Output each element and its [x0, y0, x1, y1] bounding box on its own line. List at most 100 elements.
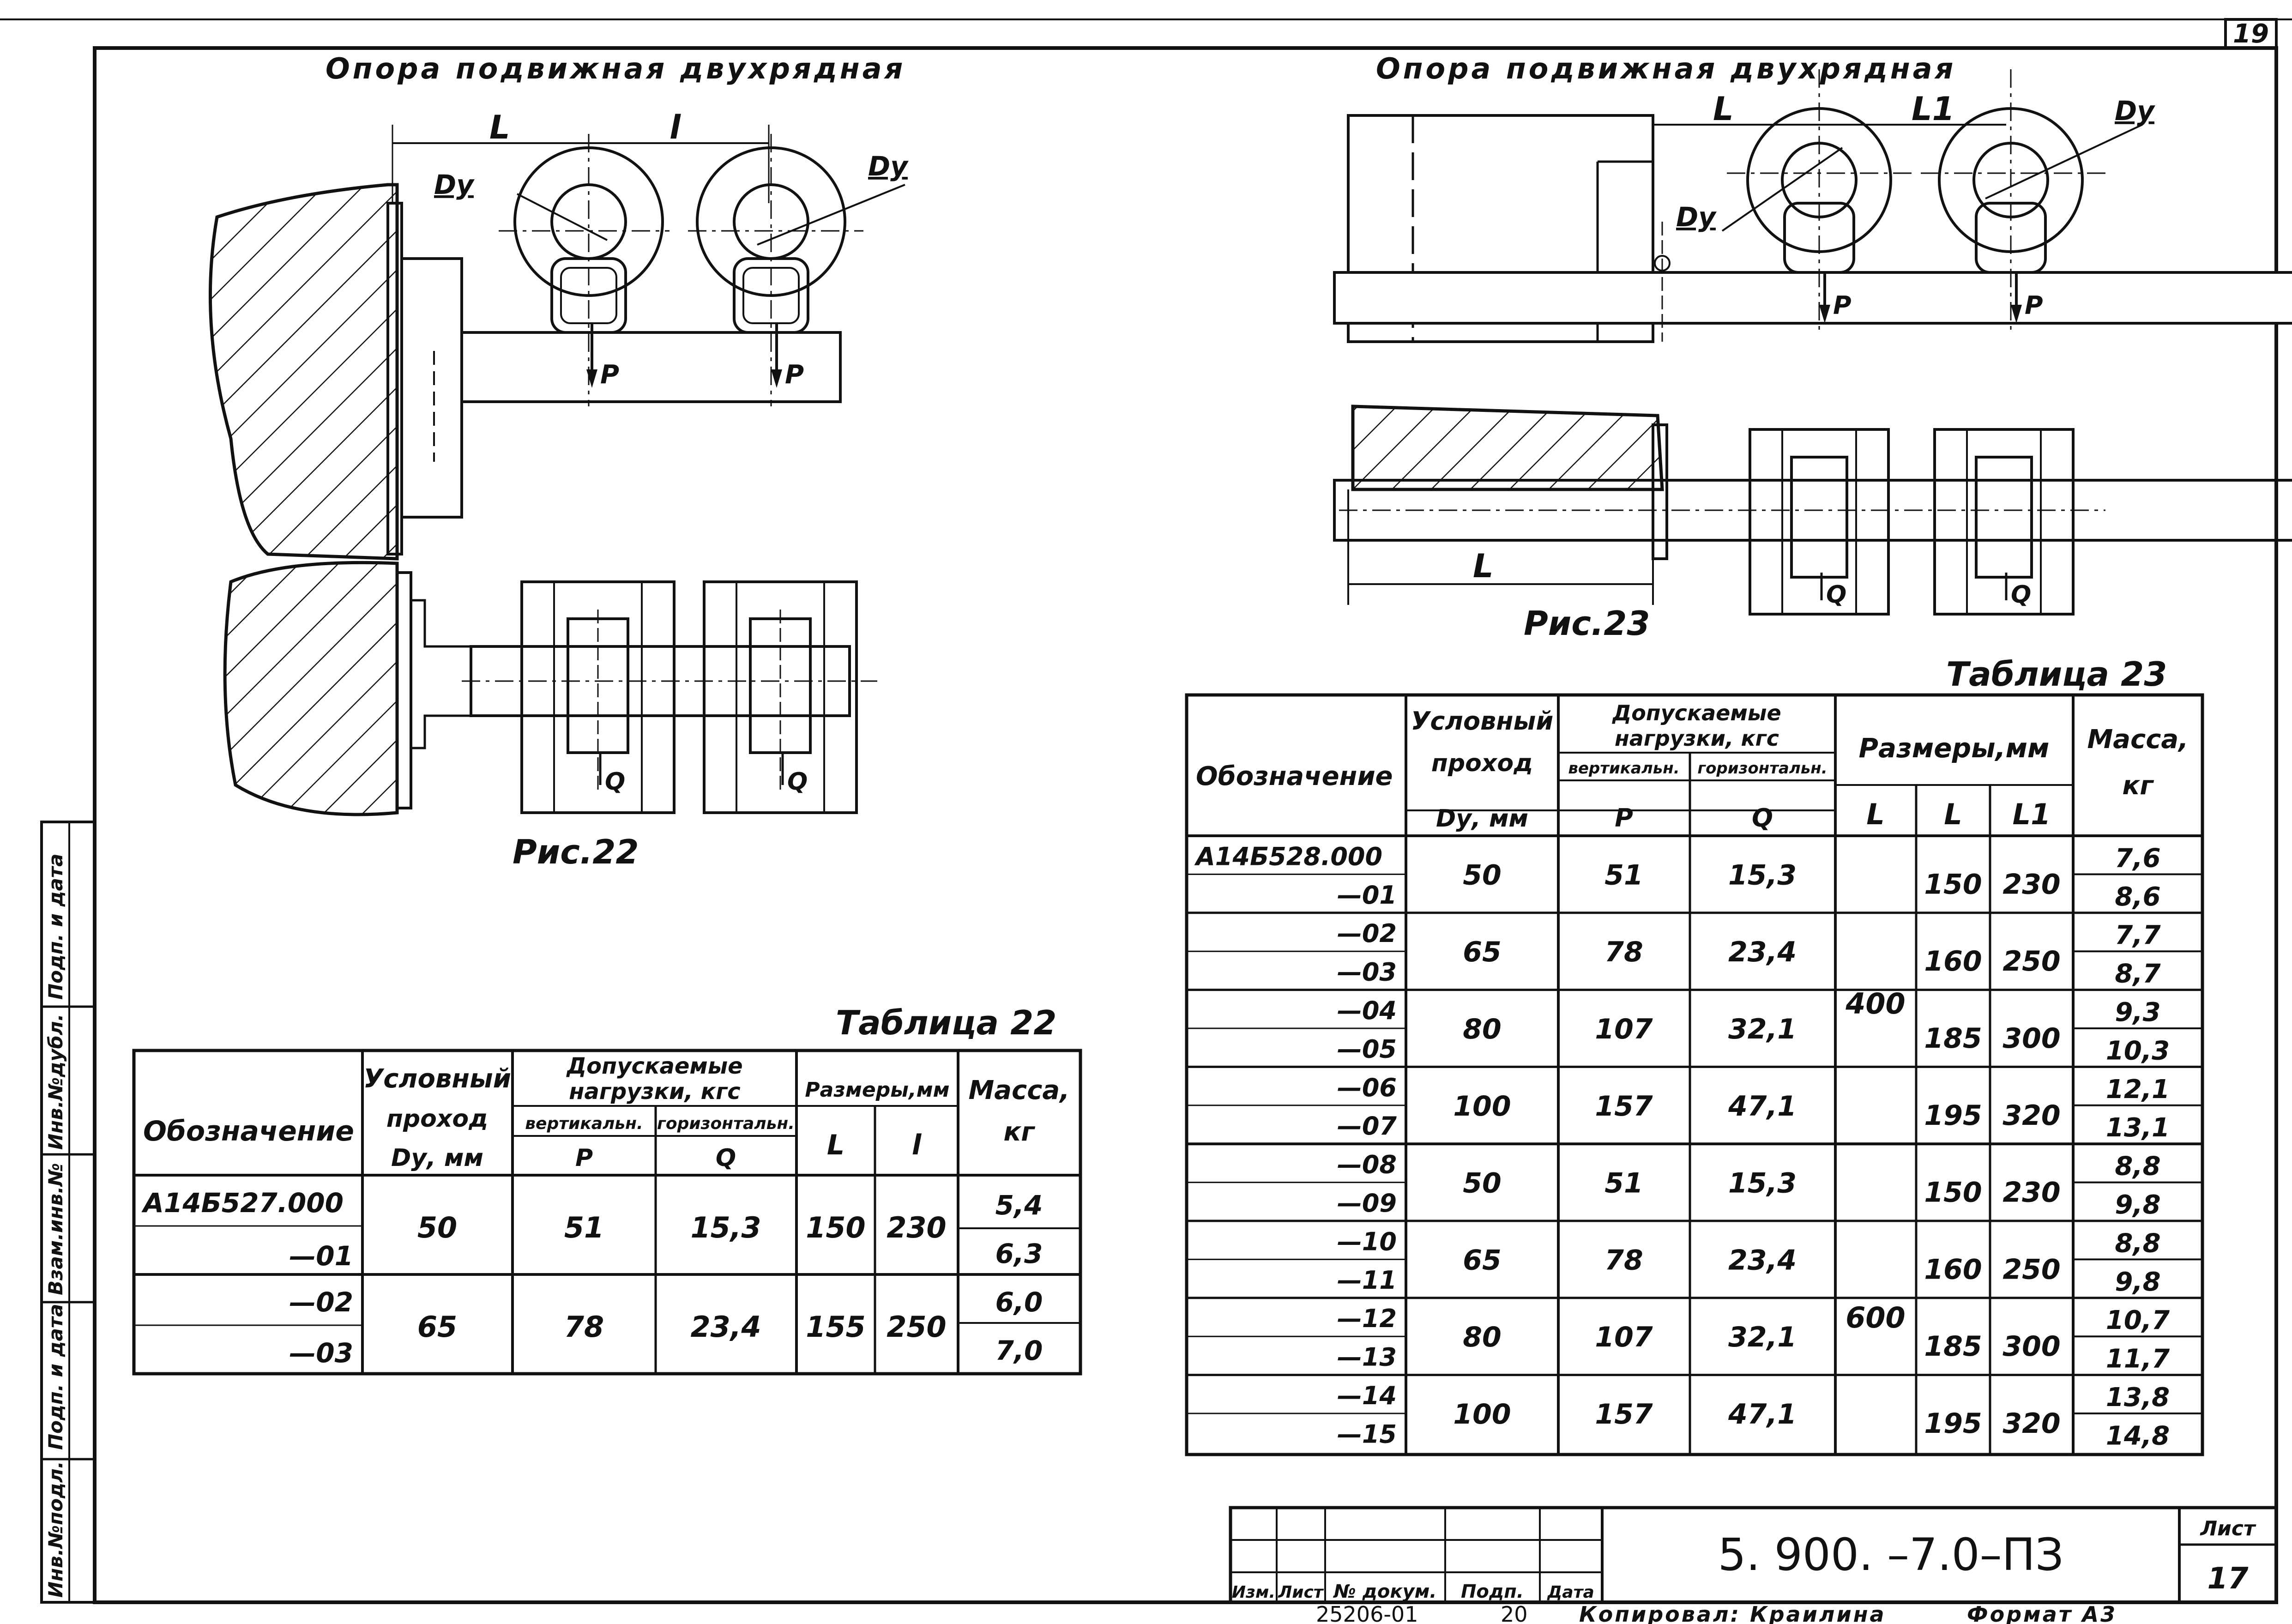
footer-format: Формат А3: [1967, 1602, 2117, 1624]
right-dim-L-bottom: L: [1473, 547, 1494, 585]
t23-row-0-mass: 7,6: [2115, 843, 2160, 873]
pipe-1-right: [1721, 69, 1912, 332]
t23-g3-l: 195: [1924, 1099, 1982, 1132]
t22-row-0-mass: 5,4: [995, 1189, 1043, 1221]
left-load-q-2: Q: [787, 768, 808, 796]
t23-g7-dy: 100: [1453, 1398, 1511, 1431]
t23-g1-dy: 65: [1463, 936, 1502, 968]
t23-h-l1: L1: [2013, 797, 2051, 831]
t22-row-0-name: А14Б527.000: [141, 1187, 344, 1219]
t23-g0-p: 51: [1604, 859, 1643, 891]
tb-sheet-number: 17: [2207, 1562, 2249, 1596]
t23-row-13-mass: 11,7: [2106, 1344, 2170, 1374]
stamp-inv-podl: Инв.№подл.: [44, 1461, 67, 1598]
footer-copied: Копировал: Краилина: [1579, 1602, 1886, 1624]
table-23-title: Таблица 23: [1946, 655, 2167, 694]
t23-g3-q: 47,1: [1728, 1090, 1797, 1123]
t23-h-bore-3: Dу, мм: [1436, 805, 1528, 833]
t22-g0-L: 150: [806, 1211, 865, 1244]
right-title: Опора подвижная двухрядная: [1376, 52, 1956, 85]
right-dim-dy-2: Dy: [2115, 95, 2155, 127]
t22-h-L: L: [827, 1129, 844, 1161]
t23-h-mass-2: кг: [2122, 771, 2154, 801]
t23-row-5-name: —05: [1337, 1034, 1397, 1063]
tb-col-izm: Изм.: [1232, 1583, 1275, 1602]
t22-row-3-mass: 7,0: [995, 1335, 1043, 1366]
t23-h-l: L: [1944, 797, 1962, 831]
t23-h-loads-1: Допускаемые: [1611, 700, 1781, 725]
title-block: Изм. Лист № докум. Подп. Дата 5. 900. –7…: [1229, 1506, 2278, 1604]
stamp-podp-data-2: Подп. и дата: [44, 853, 67, 1000]
t23-L-600: 600: [1846, 1301, 1905, 1334]
t23-h-bore-1: Условный: [1411, 706, 1553, 736]
t22-h-bore-1: Условный: [363, 1064, 511, 1094]
t22-g1-p: 78: [564, 1310, 604, 1344]
t23-g7-p: 157: [1595, 1398, 1653, 1431]
t23-g7-l1: 320: [2002, 1407, 2060, 1440]
t23-g4-q: 15,3: [1728, 1167, 1797, 1200]
t23-g3-dy: 100: [1453, 1090, 1511, 1123]
t22-g0-dy: 50: [417, 1211, 457, 1244]
t23-row-11-name: —11: [1337, 1266, 1397, 1295]
t22-g0-l: 230: [887, 1211, 946, 1244]
t22-g1-L: 155: [806, 1310, 865, 1344]
t23-g1-q: 23,4: [1728, 936, 1797, 968]
t23-g2-l1: 300: [2002, 1022, 2060, 1055]
left-load-p-2: P: [785, 360, 804, 390]
right-dim-L1: L1: [1912, 90, 1954, 128]
left-load-p-1: P: [600, 360, 619, 390]
t22-g1-l: 250: [887, 1310, 946, 1344]
t22-h-bore-3: Dу, мм: [391, 1144, 483, 1172]
tb-col-podp: Подп.: [1461, 1581, 1524, 1602]
figure-23: Опора подвижная двухрядная L L1 Dy: [1333, 52, 2292, 643]
column-section-plan: [1351, 404, 1664, 491]
left-title: Опора подвижная двухрядная: [326, 52, 905, 85]
t23-g5-p: 78: [1604, 1244, 1643, 1276]
wall-section-top: [208, 183, 399, 561]
footer-num: 20: [1501, 1602, 1528, 1624]
t23-row-9-name: —09: [1337, 1189, 1397, 1218]
table-22: Таблица 22 Обозначение Условный проход D…: [132, 1003, 1082, 1376]
figure-22-label: Рис.22: [513, 833, 639, 871]
t23-h-loads-2: нагрузки, кгс: [1615, 726, 1779, 751]
t22-h-p: P: [575, 1144, 593, 1172]
t22-h-l: l: [912, 1129, 922, 1161]
right-load-p-1: P: [1833, 291, 1852, 320]
side-stamp: Инв.№подл. Подп. и дата Взам.инв.№ Инв.№…: [40, 821, 96, 1604]
t23-g7-l: 195: [1924, 1407, 1982, 1440]
tb-col-doc: № докум.: [1333, 1581, 1437, 1602]
t23-g1-p: 78: [1604, 936, 1643, 968]
t23-g1-l1: 250: [2002, 945, 2060, 978]
t23-row-14-name: —14: [1337, 1381, 1397, 1410]
t23-row-6-name: —06: [1337, 1073, 1397, 1102]
t23-g3-p: 157: [1595, 1090, 1653, 1123]
t23-h-horiz: горизонтальн.: [1697, 759, 1827, 778]
tb-col-data: Дата: [1547, 1583, 1594, 1602]
left-load-q-1: Q: [605, 768, 625, 796]
footer-code: 25206-01: [1316, 1602, 1418, 1624]
t23-h-sizes: Размеры,мм: [1859, 732, 2050, 764]
t23-g2-p: 107: [1595, 1013, 1653, 1045]
t23-g0-l: 150: [1924, 868, 1982, 900]
t23-g0-dy: 50: [1463, 859, 1502, 891]
clamp-plan-right-1: Q: [1749, 428, 1890, 616]
beam-plan: [470, 645, 851, 717]
right-load-q-1: Q: [1826, 581, 1846, 609]
t23-h-bore-2: проход: [1431, 749, 1533, 777]
t23-h-p: P: [1615, 803, 1633, 833]
left-dim-dy-1: Dy: [434, 169, 475, 200]
t23-grid: [1187, 873, 2202, 1414]
right-load-q-2: Q: [2011, 581, 2031, 609]
figure-23-label: Рис.23: [1524, 604, 1650, 643]
t22-g0-q: 15,3: [691, 1211, 761, 1244]
t22-h-loads-2: нагрузки, кгс: [569, 1079, 740, 1105]
t23-g3-l1: 320: [2002, 1099, 2060, 1132]
stamp-podp-data-1: Подп. и дата: [44, 1304, 67, 1450]
pipe-2-top: [688, 134, 905, 406]
support-bracket-top: [400, 257, 463, 519]
t23-h-q: Q: [1752, 803, 1773, 833]
t23-row-2-name: —02: [1337, 919, 1397, 948]
t23-row-12-name: —12: [1337, 1304, 1397, 1333]
table-23: Таблица 23 Обозначение Условный проход D…: [1185, 655, 2204, 1456]
